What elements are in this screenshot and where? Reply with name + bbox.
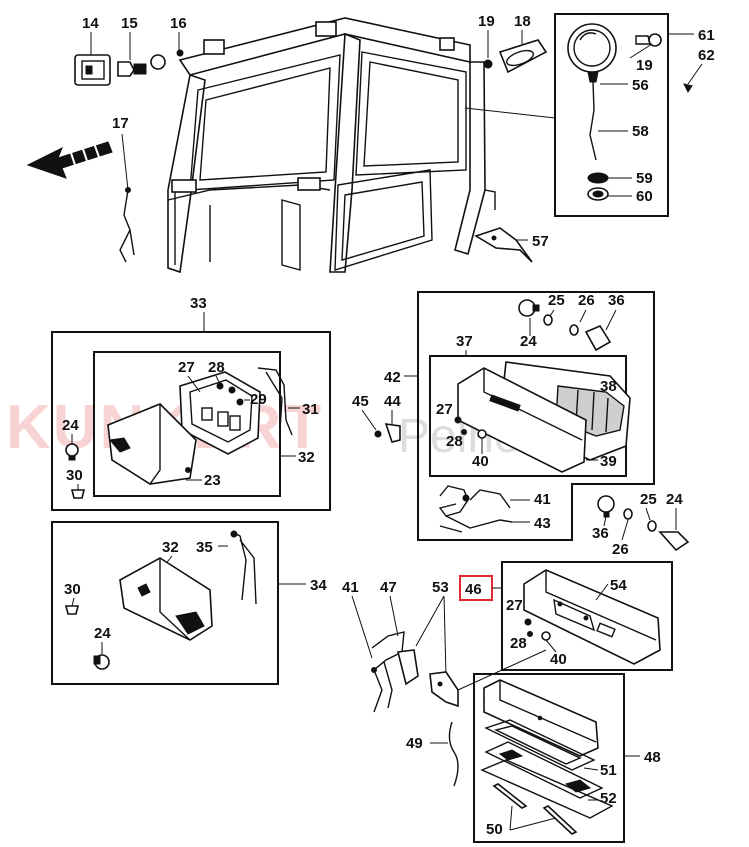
callout-25b: 25 [640, 491, 657, 508]
callout-57: 57 [532, 233, 549, 250]
callout-18: 18 [514, 13, 531, 30]
callout-34: 34 [310, 577, 327, 594]
callout-27b: 27 [436, 401, 453, 418]
callout-46: 46 [465, 581, 482, 598]
group-33: 33 32 27 28 29 31 23 24 [51, 295, 331, 511]
callout-32a: 32 [298, 449, 315, 466]
callout-28b: 28 [446, 433, 463, 450]
callout-48: 48 [644, 749, 661, 766]
wire-harness-17: 17 [112, 115, 135, 263]
callout-36b: 36 [592, 525, 609, 542]
callout-60: 60 [636, 188, 653, 205]
frame-33 [51, 331, 331, 511]
frame-42 [417, 291, 655, 541]
callout-35: 35 [196, 539, 213, 556]
callout-14: 14 [82, 15, 99, 32]
callout-19b: 19 [636, 57, 653, 74]
group-34: 34 32 35 30 24 [51, 521, 327, 685]
callout-58: 58 [632, 123, 649, 140]
callout-32b: 32 [162, 539, 179, 556]
group-46: 54 27 28 40 [457, 561, 673, 691]
callout-49: 49 [406, 735, 423, 752]
group-61: 61 62 19 56 58 59 60 [554, 13, 715, 217]
callout-36a: 36 [608, 292, 625, 309]
roof-lamp-left [203, 39, 225, 55]
callout-31: 31 [302, 401, 319, 418]
callout-28c: 28 [510, 635, 527, 652]
callout-50: 50 [486, 821, 503, 838]
callout-19a: 19 [478, 13, 495, 30]
bulb-15 [117, 61, 135, 77]
callout-61: 61 [698, 27, 715, 44]
callout-30b: 30 [64, 581, 81, 598]
lamp-54 [523, 569, 661, 665]
callout-25a: 25 [548, 292, 565, 309]
roof-lamp-right [315, 21, 337, 37]
group-48: 48 51 52 50 [473, 673, 661, 843]
callout-59: 59 [636, 170, 653, 187]
callout-51: 51 [600, 762, 617, 779]
frame-48 [473, 673, 625, 843]
work-lamp-front: 14 15 16 [74, 15, 187, 86]
callout-27c: 27 [506, 597, 523, 614]
callout-41b: 41 [342, 579, 359, 596]
callout-54: 54 [610, 577, 627, 594]
callout-62: 62 [698, 47, 715, 64]
callout-27a: 27 [178, 359, 195, 376]
callout-30a: 30 [66, 467, 83, 484]
lamp-18 [498, 39, 548, 74]
direction-arrow-icon [26, 141, 113, 179]
callout-41a: 41 [534, 491, 551, 508]
callout-24b: 24 [520, 333, 537, 350]
callout-29: 29 [250, 391, 267, 408]
callout-24d: 24 [94, 625, 111, 642]
bracket-53b [429, 671, 459, 708]
callout-40b: 40 [550, 651, 567, 668]
callout-45: 45 [352, 393, 369, 410]
bracket-53a [397, 649, 419, 686]
connector-45-44: 45 44 [352, 393, 401, 443]
callout-28a: 28 [208, 359, 225, 376]
frame-46 [501, 561, 673, 671]
callout-16: 16 [170, 15, 187, 32]
callout-24a: 24 [62, 417, 79, 434]
callout-33: 33 [190, 295, 207, 312]
callout-24c: 24 [666, 491, 683, 508]
wire-49: 49 [406, 721, 459, 787]
callout-39: 39 [600, 453, 617, 470]
callout-37: 37 [456, 333, 473, 350]
callout-23: 23 [204, 472, 221, 489]
callout-26b: 26 [612, 541, 629, 558]
frame-34 [51, 521, 279, 685]
callout-53: 53 [432, 579, 449, 596]
callout-46-highlight[interactable]: 46 [459, 575, 502, 601]
callout-40a: 40 [472, 453, 489, 470]
callout-56: 56 [632, 77, 649, 94]
callout-26a: 26 [578, 292, 595, 309]
roof-lamp-rear [439, 37, 455, 51]
holder-16 [150, 54, 166, 70]
bracket-57: 57 [474, 227, 549, 263]
callout-15: 15 [121, 15, 138, 32]
bulb-set-right: 25 24 36 26 [592, 491, 690, 558]
work-lamp-rear: 19 18 [478, 13, 548, 74]
callout-47: 47 [380, 579, 397, 596]
callout-17: 17 [112, 115, 129, 132]
group-42: 42 37 25 26 36 24 38 39 27 28 [384, 291, 655, 541]
cab-frame [167, 17, 556, 274]
callout-38: 38 [600, 378, 617, 395]
headlamp-56 [567, 23, 617, 73]
bracket-mid [297, 177, 321, 191]
callout-43: 43 [534, 515, 551, 532]
callout-42: 42 [384, 369, 401, 386]
bracket-left [171, 179, 197, 193]
harness-41-47-53: 41 47 53 [342, 579, 459, 713]
callout-44: 44 [384, 393, 401, 410]
callout-52: 52 [600, 790, 617, 807]
